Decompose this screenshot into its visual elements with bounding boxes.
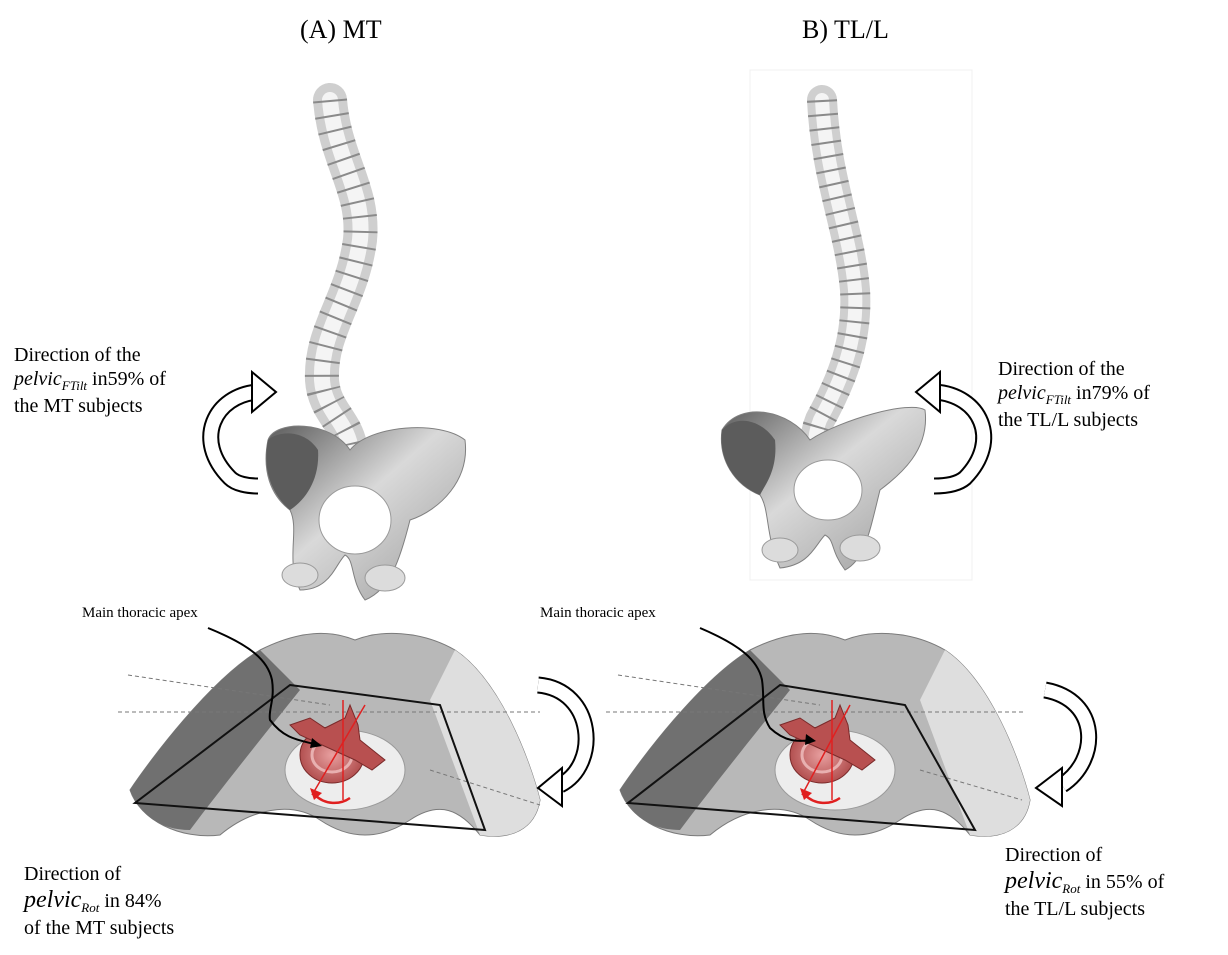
curved-arrow-icon [916, 372, 984, 486]
apex-label-a: Main thoracic apex [82, 604, 198, 622]
spine-illustration-a [322, 100, 361, 445]
tilt-note-a-line1: Direction of the [14, 343, 166, 367]
rot-pct-b: in 55% of [1080, 871, 1164, 893]
rot-symbol-a: pelvic [24, 887, 81, 913]
rot-note-b: Direction of pelvicRot in 55% of the TL/… [1005, 843, 1164, 921]
tilt-symbol-b: pelvic [998, 382, 1046, 404]
rot-note-a-line1: Direction of [24, 862, 174, 886]
rot-note-a: Direction of pelvicRot in 84% of the MT … [24, 862, 174, 940]
pelvis-top-view-b [606, 628, 1030, 836]
apex-label-b: Main thoracic apex [540, 604, 656, 622]
curved-arrow-icon [1036, 690, 1089, 806]
tilt-note-b-line1: Direction of the [998, 357, 1150, 381]
rot-symbol-sub-b: Rot [1062, 881, 1080, 896]
pelvis-illustration-b [721, 407, 925, 570]
pelvis-top-view-a [118, 628, 540, 836]
tilt-symbol-sub-b: FTilt [1046, 392, 1071, 407]
rot-note-b-line3: the TL/L subjects [1005, 897, 1164, 921]
tilt-symbol-a: pelvic [14, 368, 62, 390]
rot-note-a-line3: of the MT subjects [24, 916, 174, 940]
pelvis-illustration-a [266, 426, 465, 600]
rot-pct-a: in 84% [99, 890, 161, 912]
rot-symbol-b: pelvic [1005, 868, 1062, 894]
tilt-note-a: Direction of the pelvicFTilt in59% of th… [14, 343, 166, 418]
tilt-note-b: Direction of the pelvicFTilt in79% of th… [998, 357, 1150, 432]
tilt-note-b-line3: the TL/L subjects [998, 408, 1150, 432]
rot-symbol-sub-a: Rot [81, 900, 99, 915]
rot-note-a-line2: pelvicRot in 84% [24, 886, 174, 916]
tilt-symbol-sub-a: FTilt [62, 378, 87, 393]
curved-arrow-icon [538, 685, 586, 806]
rot-note-b-line1: Direction of [1005, 843, 1164, 867]
tilt-pct-a: in59% of [87, 368, 166, 390]
tilt-note-a-line2: pelvicFTilt in59% of [14, 367, 166, 394]
rot-note-b-line2: pelvicRot in 55% of [1005, 867, 1164, 897]
tilt-note-b-line2: pelvicFTilt in79% of [998, 381, 1150, 408]
tilt-note-a-line3: the MT subjects [14, 394, 166, 418]
tilt-pct-b: in79% of [1071, 382, 1150, 404]
